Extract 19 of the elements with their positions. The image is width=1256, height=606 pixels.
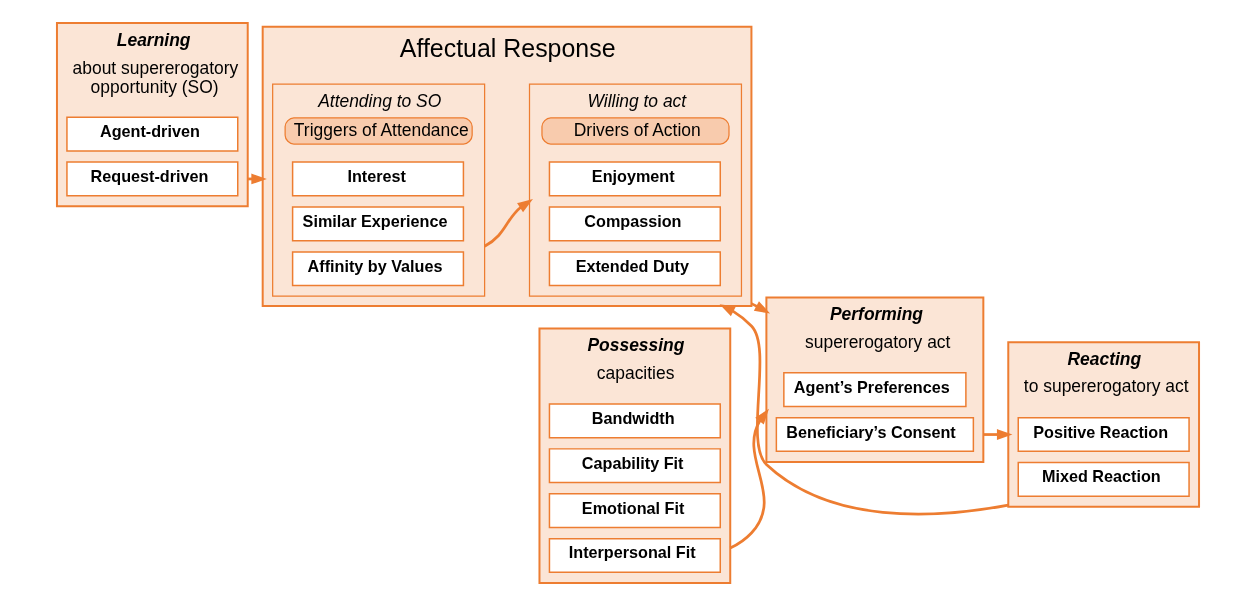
node-box: Bandwidth (548, 403, 721, 439)
node-box: Enjoyment (548, 161, 721, 197)
node-box: Similar Experience (291, 206, 465, 242)
node-box: Compassion (548, 206, 721, 242)
node-box: Capability Fit (548, 448, 721, 484)
node-box: Mixed Reaction (1017, 461, 1190, 497)
arrow (983, 429, 1013, 440)
arrow (729, 408, 769, 550)
node-box: Extended Duty (548, 251, 721, 287)
node-box: Agent-driven (66, 116, 239, 152)
node-box: Emotional Fit (548, 493, 721, 529)
node-box: Affinity by Values (291, 251, 465, 287)
node-box: Positive Reaction (1017, 416, 1190, 453)
node-box: Request-driven (66, 161, 239, 197)
node-box: Beneficiary’s Consent (775, 416, 975, 453)
node-box: Interpersonal Fit (548, 537, 721, 574)
arrow (483, 199, 533, 248)
node-box: Agent’s Preferences (783, 372, 967, 408)
node-box: Interest (291, 161, 465, 197)
